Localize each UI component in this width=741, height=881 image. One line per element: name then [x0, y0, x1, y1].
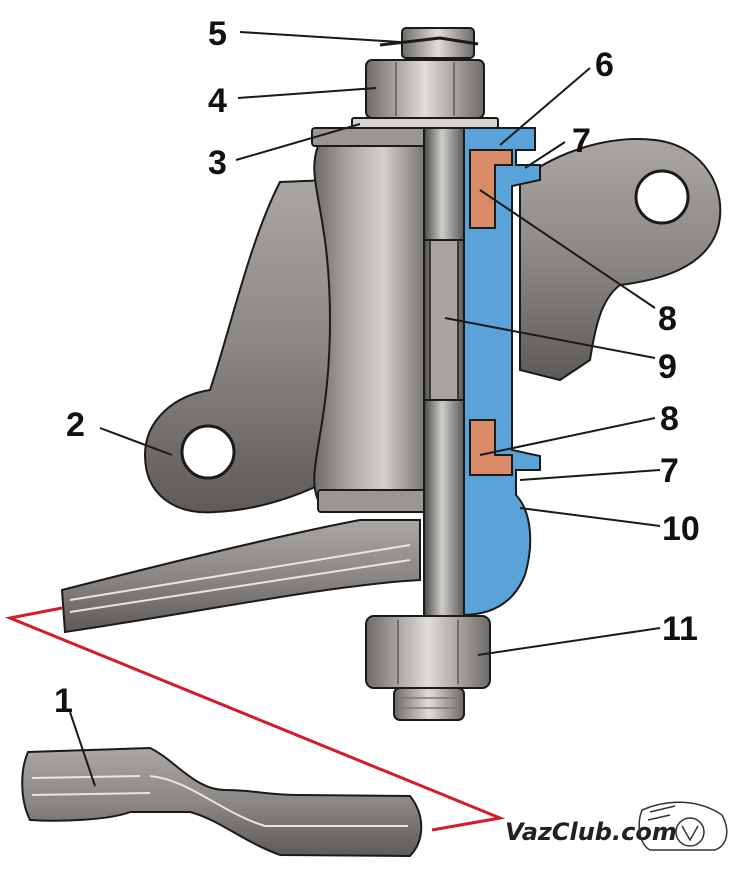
- top-washer: [351, 117, 499, 129]
- detached-lever: [21, 746, 423, 858]
- leader-lines: [69, 31, 661, 787]
- callout-10: 10: [662, 510, 700, 548]
- top-fasteners: [351, 27, 499, 129]
- callout-8-upper: 8: [658, 300, 677, 338]
- cotter-pin: [379, 36, 479, 47]
- red-indicator-lines: [4, 606, 506, 832]
- callout-labels: 5 4 3 6 7 8 9 2 8 7 10 11 1: [54, 15, 700, 720]
- bottom-fasteners: [365, 615, 491, 721]
- callout-11: 11: [662, 610, 698, 648]
- knuckle-body: [311, 127, 441, 513]
- car-logo-icon: [638, 801, 728, 851]
- callout-4: 4: [208, 82, 227, 120]
- callout-2: 2: [66, 406, 85, 444]
- watermark: VazClub.com: [505, 801, 728, 851]
- pin-thread-end: [393, 687, 465, 721]
- watermark-text: VazClub.com: [505, 818, 677, 846]
- callout-3: 3: [208, 144, 227, 182]
- top-nut: [365, 59, 485, 119]
- callout-7-lower: 7: [660, 452, 679, 490]
- cutaway-section: [461, 127, 541, 617]
- callout-6: 6: [595, 46, 614, 84]
- lower-bushing: [469, 419, 513, 476]
- callout-7-upper: 7: [572, 122, 591, 160]
- king-pin: [423, 127, 465, 617]
- lower-steering-arm: [60, 519, 421, 634]
- upper-bushing: [469, 149, 513, 229]
- callout-1: 1: [54, 682, 73, 720]
- bottom-nut: [365, 615, 491, 689]
- left-mount-ear: [143, 178, 331, 514]
- callout-5: 5: [208, 15, 227, 53]
- callout-9: 9: [658, 348, 677, 386]
- right-mount-ear: [519, 138, 722, 382]
- callout-8-lower: 8: [660, 400, 679, 438]
